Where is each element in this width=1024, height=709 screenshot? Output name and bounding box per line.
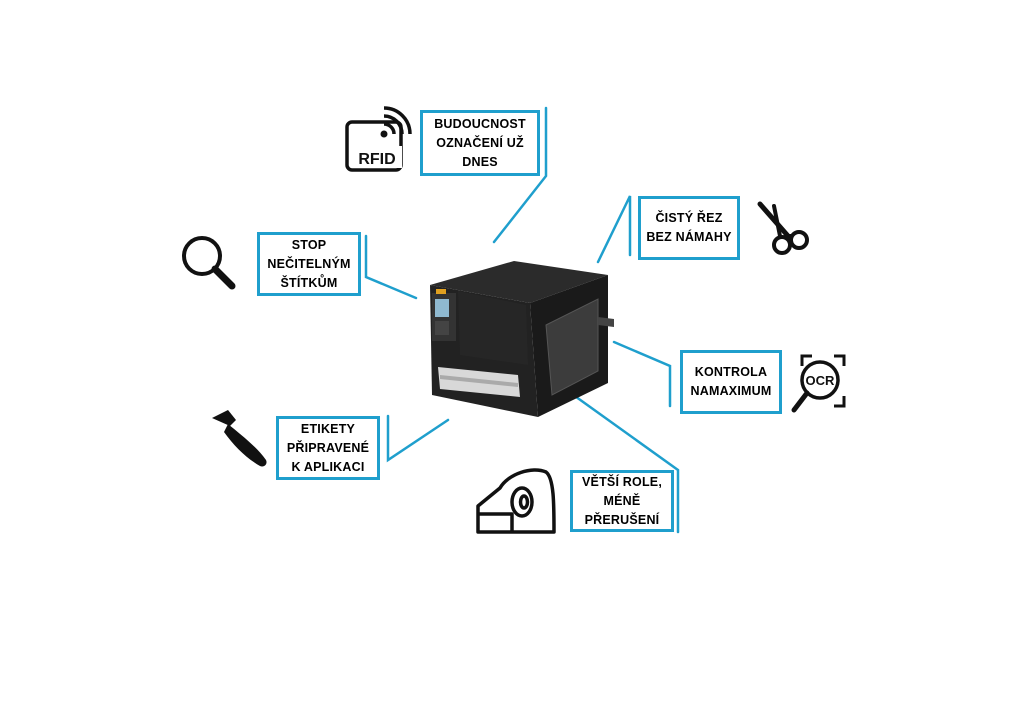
feature-rfid-line-1: BUDOUCNOST <box>434 116 526 131</box>
feature-cut-line-2: BEZ NÁMAHY <box>646 230 732 244</box>
feature-roll-line-2: MÉNĚ <box>603 493 641 508</box>
connector-rfid <box>492 106 548 244</box>
scissors-icon <box>757 201 809 255</box>
feature-box-rfid: BUDOUCNOST OZNAČENÍ UŽ DNES <box>420 110 540 176</box>
feature-peel-line-3: K APLIKACI <box>291 459 365 474</box>
connector-peel <box>386 414 450 463</box>
connector-cut <box>596 195 632 264</box>
rfid-icon-label: RFID <box>358 151 395 168</box>
feature-cut-line-1: ČISTÝ ŘEZ <box>655 211 723 225</box>
ocr-icon-label: OCR <box>806 373 836 388</box>
feature-ocr-line-2: NAMAXIMUM <box>690 384 772 398</box>
connector-roll <box>570 392 680 534</box>
feature-rfid-line-3: DNES <box>462 154 498 169</box>
feature-peel-line-1: ETIKETY <box>300 421 356 436</box>
feature-roll-line-3: PŘERUŠENÍ <box>584 512 660 527</box>
label-roll-icon <box>476 468 556 534</box>
feature-box-readable: STOP NEČITELNÝM ŠTÍTKŮM <box>257 232 361 296</box>
feature-readable-line-2: NEČITELNÝM <box>267 256 351 271</box>
magnifier-icon <box>182 236 236 290</box>
feature-box-ocr: KONTROLA NAMAXIMUM <box>680 350 782 414</box>
printer-image <box>430 261 614 417</box>
feature-box-peel: ETIKETY PŘIPRAVENÉ K APLIKACI <box>276 416 380 480</box>
feature-roll-line-1: VĚTŠÍ ROLE, <box>582 474 662 489</box>
feature-readable-line-3: ŠTÍTKŮM <box>280 275 338 290</box>
rfid-icon: RFID <box>345 106 412 172</box>
connector-readable <box>364 234 418 300</box>
ocr-icon: OCR <box>791 354 846 413</box>
feature-ocr-line-1: KONTROLA <box>694 365 768 379</box>
connector-ocr <box>612 340 672 408</box>
feature-readable-line-1: STOP <box>291 237 327 252</box>
feature-rfid-line-2: OZNAČENÍ UŽ <box>436 135 524 150</box>
peeler-icon <box>212 410 267 467</box>
feature-box-cut: ČISTÝ ŘEZ BEZ NÁMAHY <box>638 196 740 260</box>
feature-peel-line-2: PŘIPRAVENÉ <box>286 440 370 455</box>
feature-box-roll: VĚTŠÍ ROLE, MÉNĚ PŘERUŠENÍ <box>570 470 674 532</box>
